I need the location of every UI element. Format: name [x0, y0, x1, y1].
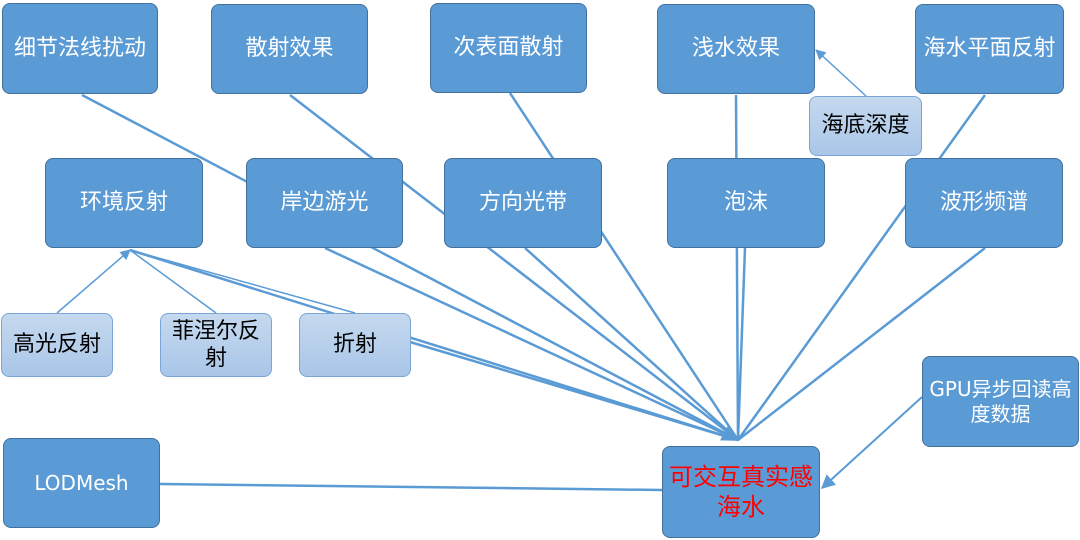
node-env-reflection: 环境反射: [45, 158, 203, 248]
node-scatter-effect: 散射效果: [211, 4, 368, 94]
node-foam: 泡沫: [667, 158, 825, 248]
node-shore-glow-label: 岸边游光: [280, 190, 369, 216]
node-fresnel-label: 菲涅尔反射: [171, 318, 260, 372]
edge-scatter-effect: [289, 94, 739, 441]
node-wave-spectrum-label: 波形频谱: [939, 190, 1028, 216]
node-specular: 高光反射: [1, 313, 113, 377]
node-sea-reflection: 海水平面反射: [915, 4, 1064, 94]
node-detail-normal-label: 细节法线扰动: [13, 35, 146, 61]
node-shallow-water-label: 浅水效果: [691, 36, 780, 62]
node-scatter-effect-label: 散射效果: [245, 36, 334, 62]
edge-subsurface: [508, 92, 740, 441]
edge-detail-normal: [81, 93, 740, 442]
edge-shallow: [734, 94, 740, 441]
node-env-reflection-label: 环境反射: [79, 190, 168, 216]
node-subsurface-scatter: 次表面散射: [430, 3, 587, 93]
node-seabed-depth-label: 海底深度: [821, 113, 910, 139]
edge-fresnel: [129, 249, 217, 314]
node-seabed-depth: 海底深度: [809, 96, 922, 156]
node-direction-band: 方向光带: [444, 158, 602, 248]
node-fresnel: 菲涅尔反射: [160, 313, 272, 377]
node-shore-glow: 岸边游光: [246, 158, 403, 248]
edge-gpu-readback: [820, 396, 923, 489]
node-gpu-readback-label: GPU异步回读高度数据: [929, 376, 1072, 426]
node-lodmesh-label: LODMesh: [34, 470, 129, 495]
node-shallow-water: 浅水效果: [657, 4, 815, 94]
node-detail-normal: 细节法线扰动: [2, 3, 158, 94]
node-direction-band-label: 方向光带: [478, 190, 567, 216]
node-lodmesh: LODMesh: [3, 438, 160, 528]
edge-refraction-env: [129, 249, 356, 314]
node-subsurface-scatter-label: 次表面散射: [453, 35, 564, 61]
node-sea-reflection-label: 海水平面反射: [923, 36, 1056, 62]
node-wave-spectrum: 波形频谱: [905, 158, 1063, 248]
node-center: 可交互真实感海水: [662, 446, 820, 538]
node-gpu-readback: GPU异步回读高度数据: [922, 356, 1079, 447]
edge-lodmesh: [159, 482, 663, 492]
node-foam-label: 泡沫: [723, 190, 768, 216]
edge-specular: [56, 249, 131, 314]
node-refraction-label: 折射: [332, 332, 377, 358]
edge-direction-band: [524, 247, 739, 441]
node-center-label: 可交互真实感海水: [669, 463, 813, 521]
edge-seabed-depth: [815, 49, 867, 97]
node-specular-label: 高光反射: [12, 332, 101, 358]
node-refraction: 折射: [299, 313, 411, 377]
edge-foam: [736, 247, 747, 441]
edge-refraction: [409, 340, 739, 442]
